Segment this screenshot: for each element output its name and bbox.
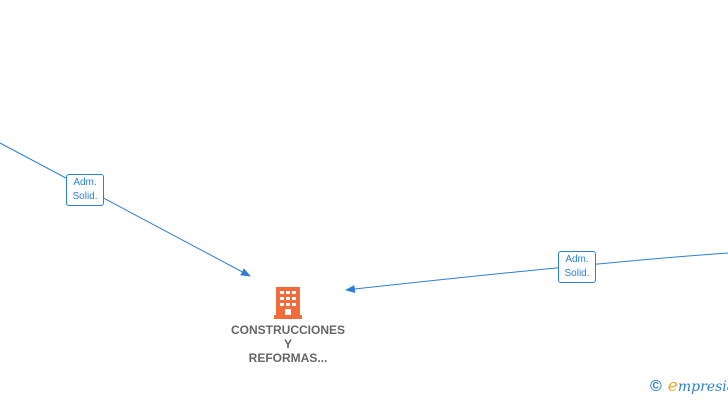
empresia-logo-initial: e	[667, 376, 678, 396]
empresia-watermark: © empresia	[650, 376, 728, 396]
empresia-logo: empresia	[667, 376, 728, 396]
company-name-line3: REFORMAS...	[248, 351, 328, 365]
edge-left-line	[0, 142, 251, 277]
building-icon	[274, 287, 302, 319]
copyright-icon: ©	[650, 377, 662, 395]
edge-label-right-line2: Solid.	[564, 268, 590, 279]
edge-label-left[interactable]: Adm. Solid.	[66, 174, 104, 206]
edge-label-right-line1: Adm.	[565, 254, 589, 265]
company-name-line1: CONSTRUCCIONES	[230, 323, 345, 337]
edge-label-right[interactable]: Adm. Solid.	[558, 251, 596, 283]
company-node[interactable]: CONSTRUCCIONES Y REFORMAS...	[218, 285, 358, 365]
edge-right-line	[345, 252, 728, 293]
edge-label-left-line2: Solid.	[72, 191, 98, 202]
edge-label-left-line1: Adm.	[73, 177, 97, 188]
company-name-line2: Y	[283, 337, 292, 351]
company-name: CONSTRUCCIONES Y REFORMAS...	[231, 323, 345, 365]
empresia-logo-rest: mpresia	[677, 379, 728, 395]
